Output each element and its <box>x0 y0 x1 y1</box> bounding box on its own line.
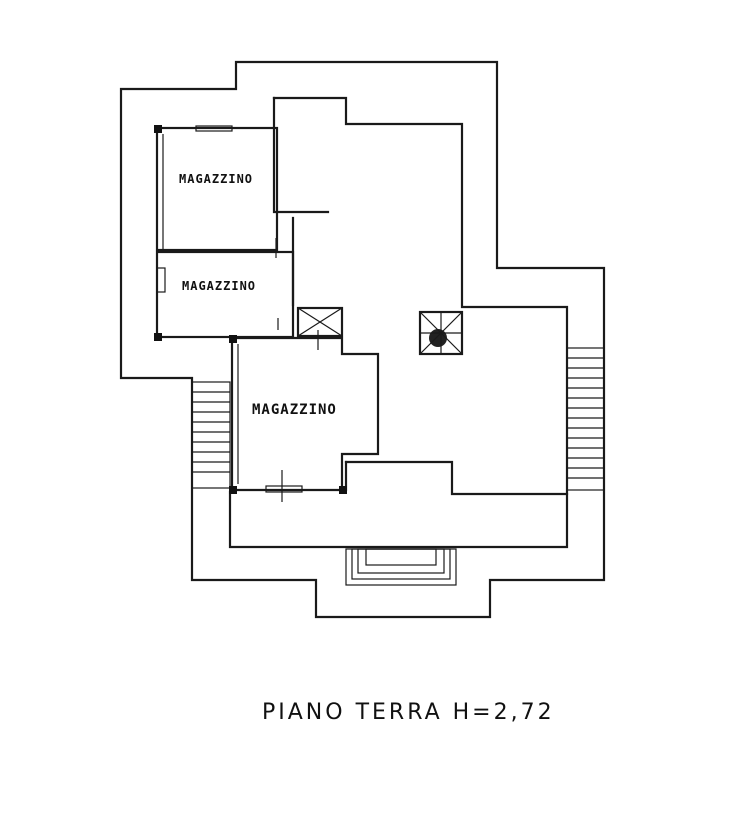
building-outline <box>228 96 569 549</box>
room-3-outline <box>230 336 380 492</box>
room-1-outline <box>155 126 279 252</box>
corner-mark <box>154 333 162 341</box>
room-2-window <box>156 267 166 293</box>
shaft-box <box>296 306 344 338</box>
room-label: MAGAZZINO <box>252 402 337 418</box>
corner-mark <box>229 486 237 494</box>
entrance-steps <box>345 548 457 586</box>
shaft-cross-2 <box>297 307 343 337</box>
outer-boundary <box>119 60 606 619</box>
floor-caption: PIANO TERRA H=2,72 <box>262 700 555 725</box>
room-label: MAGAZZINO <box>182 279 256 293</box>
room-label: MAGAZZINO <box>179 172 253 186</box>
room-2-outline <box>155 250 295 339</box>
corner-mark <box>154 125 162 133</box>
room-3-window <box>265 485 303 493</box>
left-external-stairs <box>191 381 231 489</box>
corridor-wall-top <box>272 96 330 214</box>
spiral-stair-icon <box>429 329 447 347</box>
hall-step <box>344 460 569 496</box>
corner-mark <box>339 486 347 494</box>
right-external-stairs <box>566 347 605 491</box>
window-top <box>195 125 233 132</box>
corner-mark <box>229 335 237 343</box>
